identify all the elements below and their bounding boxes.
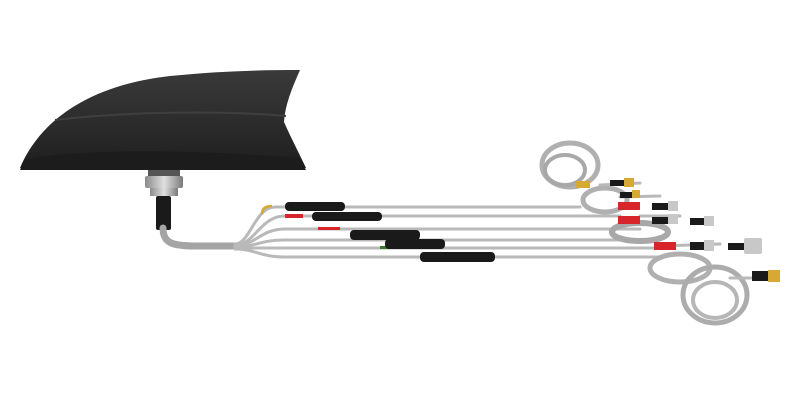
antenna-housing	[20, 70, 306, 170]
mount-nut	[145, 170, 183, 196]
cable-boot	[156, 196, 171, 230]
connectors	[576, 178, 780, 282]
inline-sleeves	[285, 202, 495, 262]
yellow-lead	[260, 204, 273, 215]
red-marker	[318, 227, 340, 230]
red-marker	[285, 214, 303, 218]
